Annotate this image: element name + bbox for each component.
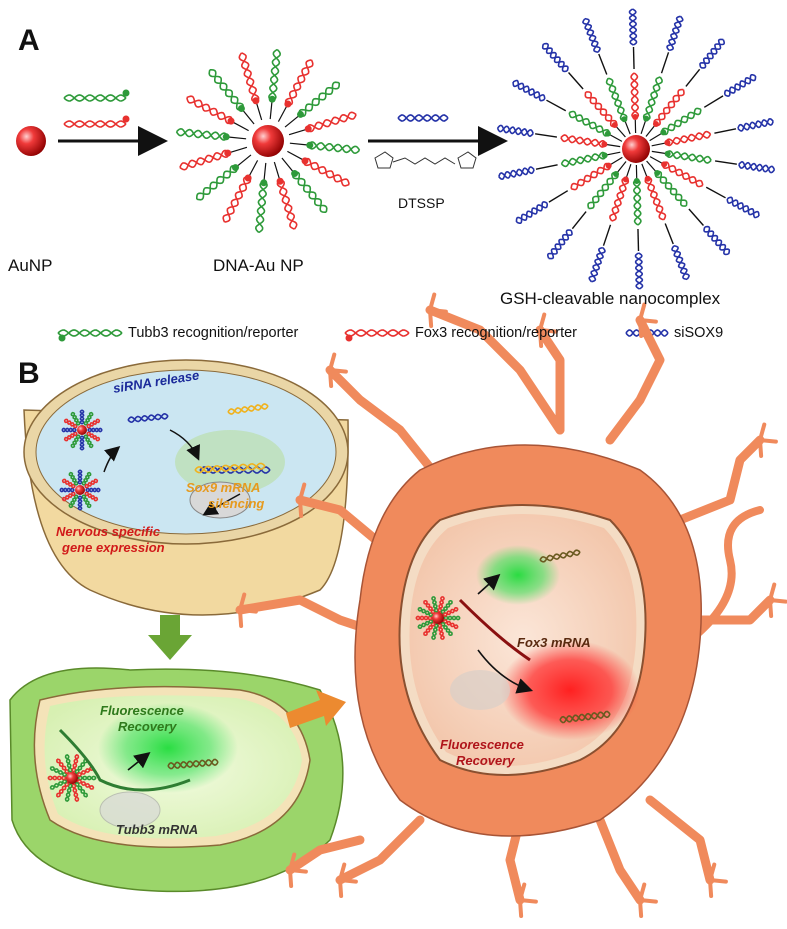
dna-strand (197, 166, 237, 200)
sisox9-strand (727, 197, 759, 217)
dna-strand (180, 150, 230, 169)
green-strand-reagent (64, 95, 126, 101)
dna-strand (631, 73, 638, 119)
sisox9-strand (499, 167, 534, 179)
dna-au-np-core (252, 125, 284, 157)
sisox9-strand (725, 75, 756, 96)
dna-strand (177, 129, 229, 140)
cell-nanocomplex (66, 772, 78, 784)
sisox9-strand (548, 230, 572, 259)
neuron-nanocomplex (432, 612, 444, 624)
legend-tubb3-text: Tubb3 recognition/reporter (128, 325, 298, 341)
dna-strand (239, 53, 258, 103)
legend-fox3-swatch (345, 330, 409, 336)
sisox9-strand (738, 119, 773, 131)
dna-strand (665, 132, 710, 146)
fox3-mrna-text: Fox3 mRNA (517, 635, 591, 650)
sox9-text-1: Sox9 mRNA (186, 480, 260, 495)
dna-strand (561, 135, 606, 147)
red-strand-reagent (64, 121, 126, 127)
dna-au-np (177, 50, 360, 233)
panel-b-letter: B (18, 357, 40, 391)
aunp-particle (16, 126, 46, 156)
sisox9-strand (543, 44, 568, 72)
dna-strand (308, 142, 360, 153)
dtssp-label: DTSSP (398, 195, 445, 211)
sisox9-strand (517, 202, 548, 223)
neuron-fluor-text-2: Recovery (456, 753, 515, 768)
sisox9-strand (700, 39, 724, 68)
dna-strand (277, 179, 296, 229)
dendrite (680, 440, 760, 520)
cell-fluor-text-2: Recovery (118, 719, 177, 734)
legend-fox3-text: Fox3 recognition/reporter (415, 325, 577, 341)
cell-fluor-text-1: Fluorescence (100, 703, 184, 718)
sisox9-strand (704, 227, 729, 255)
dna-strand (571, 164, 610, 190)
sisox9-strand (513, 81, 545, 101)
legend-fox3-dot (346, 335, 353, 342)
red-dye-reagent (123, 116, 130, 123)
nervous-text-2: gene expression (62, 540, 165, 555)
dna-strand (269, 50, 280, 102)
sisox9-strand (583, 19, 600, 53)
nanocomplex-label: GSH-cleavable nanocomplex (500, 289, 720, 309)
dna-strand (662, 108, 701, 134)
dendrite (650, 800, 710, 880)
neuron-fluor-text-1: Fluorescence (440, 737, 524, 752)
dna-strand (187, 96, 233, 123)
legend-tubb3-swatch (58, 330, 122, 336)
legend-sisox9-text: siSOX9 (674, 325, 723, 341)
dna-strand (223, 176, 250, 222)
blue-strand-reagent (398, 115, 448, 121)
dna-au-np-label: DNA-Au NP (213, 256, 304, 276)
dna-strand (299, 82, 339, 116)
sisox9-strand (636, 253, 643, 289)
dna-strand (666, 151, 711, 163)
dendrite (340, 820, 420, 880)
dna-strand (303, 159, 349, 186)
dna-strand (286, 60, 313, 106)
dna-strand (562, 153, 607, 167)
aunp-label: AuNP (8, 256, 52, 276)
sox9-text-2: silencing (208, 496, 264, 511)
sisox9-strand (498, 125, 534, 136)
tubb3-mrna-text: Tubb3 mRNA (116, 822, 198, 837)
dna-strand (209, 70, 243, 110)
complex-core (622, 135, 650, 163)
nervous-text-1: Nervous specific (56, 524, 160, 539)
green-dye-reagent (123, 90, 130, 97)
dna-strand (293, 172, 327, 212)
neuron-green-fluorescence (476, 545, 560, 605)
sisox9-strand (672, 246, 689, 279)
dtssp-structure (375, 152, 476, 168)
legend-tubb3-dot (59, 335, 66, 342)
small-nanocomplex (77, 425, 87, 435)
sisox9-strand (589, 248, 605, 282)
dendrite (600, 820, 640, 900)
dna-strand (306, 112, 356, 131)
gsh-nanocomplex (498, 9, 775, 289)
dendrite (610, 320, 660, 440)
panel-a-letter: A (18, 24, 40, 58)
sisox9-strand (739, 162, 775, 173)
dna-strand (256, 181, 267, 233)
dna-strand (634, 179, 641, 225)
down-arrow-green (148, 615, 192, 660)
sisox9-strand (630, 9, 637, 45)
small-nanocomplex (75, 485, 85, 495)
sisox9-strand (667, 16, 683, 50)
